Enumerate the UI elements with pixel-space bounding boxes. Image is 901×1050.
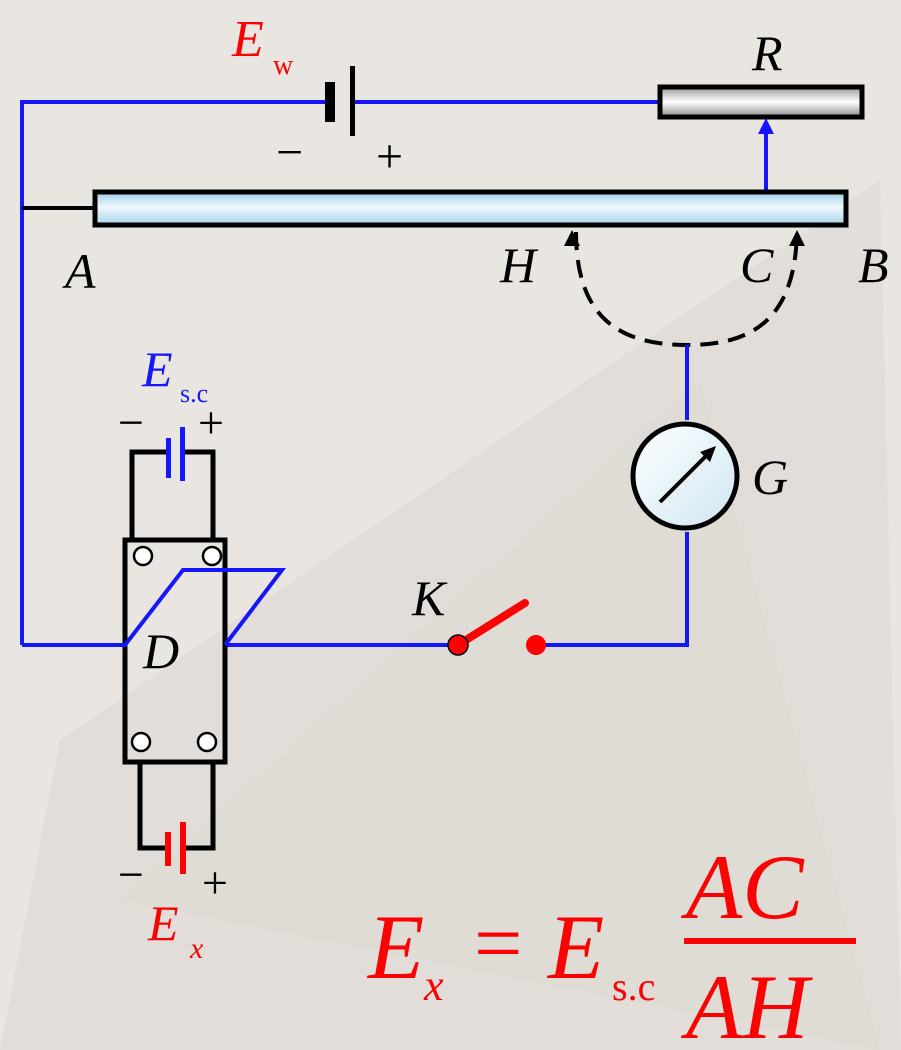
label-G: G	[752, 449, 788, 505]
formula-equals: =	[474, 895, 523, 991]
formula-rhs: E	[546, 896, 604, 998]
label-K: K	[411, 570, 448, 626]
unknown-cell	[137, 762, 216, 874]
formula-rhs-sub: s.c	[612, 964, 655, 1009]
label-Ew-plus: +	[376, 130, 403, 183]
label-Esc-plus: +	[198, 397, 224, 448]
working-battery	[325, 66, 355, 136]
formula-fraction-bar	[684, 938, 856, 944]
label-Ew-sub: w	[273, 50, 294, 81]
slide-wire	[92, 189, 849, 228]
rheostat	[657, 84, 865, 120]
selector-lever	[22, 568, 287, 647]
label-Esc-sub: s.c	[180, 379, 208, 408]
selector-switch-D[interactable]	[122, 537, 228, 765]
label-R: R	[751, 25, 783, 81]
switch-K[interactable]	[447, 599, 546, 656]
label-Ew: E	[231, 11, 264, 68]
label-H: H	[499, 237, 539, 293]
label-D: D	[142, 623, 179, 679]
label-Ex: E	[147, 895, 179, 951]
formula: E x = E s.c AC AH	[366, 836, 856, 1050]
formula-lhs: E	[366, 896, 424, 998]
rheostat-slider-arrow	[758, 118, 774, 134]
formula-lhs-sub: x	[423, 961, 444, 1010]
label-Ex-minus: −	[118, 849, 144, 900]
label-Ex-plus: +	[202, 857, 228, 908]
working-circuit-wires	[20, 100, 768, 645]
formula-numerator: AC	[680, 836, 805, 938]
contact-arrow-C	[789, 230, 805, 246]
label-Esc: E	[141, 341, 173, 397]
background-decoration	[0, 180, 901, 1050]
formula-denominator: AH	[680, 956, 813, 1050]
label-C: C	[740, 237, 774, 293]
label-Esc-minus: −	[118, 397, 144, 448]
galvanometer-branch-wires	[225, 345, 689, 647]
contact-arrow-H	[564, 230, 580, 246]
standard-cell	[129, 427, 216, 540]
label-Ew-minus: −	[276, 126, 303, 179]
galvanometer	[630, 421, 740, 531]
label-Ex-sub: x	[189, 932, 204, 965]
label-B: B	[858, 237, 889, 293]
label-A: A	[62, 243, 96, 299]
